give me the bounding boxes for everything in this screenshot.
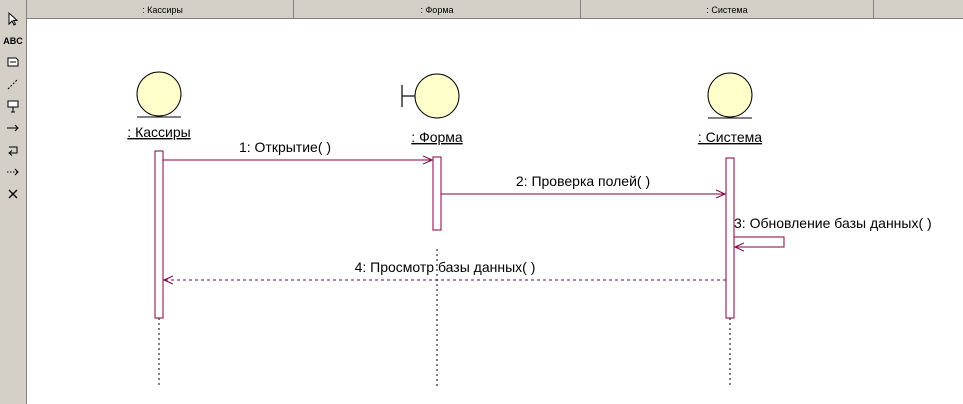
message-label: 3: Обновление базы данных( ) xyxy=(734,215,932,231)
return-arrow-icon xyxy=(8,146,18,156)
message-label: 1: Открытие( ) xyxy=(239,139,331,155)
header-column-sistema[interactable]: : Система xyxy=(581,0,874,18)
close-icon xyxy=(8,189,18,198)
note-tool[interactable] xyxy=(2,51,24,72)
destroy-tool[interactable] xyxy=(2,183,24,204)
select-tool[interactable] xyxy=(2,8,24,29)
lifeline-kassiry[interactable]: : Кассиры xyxy=(127,71,191,387)
lifeline-label: : Кассиры xyxy=(127,124,190,140)
activation-bar[interactable] xyxy=(725,157,735,319)
lifeline-sistema[interactable]: : Система xyxy=(698,72,762,387)
activation-bar[interactable] xyxy=(154,150,164,319)
message-4-return[interactable]: 4: Просмотр базы данных( ) xyxy=(164,259,726,280)
header-column-forma[interactable]: : Форма xyxy=(294,0,581,18)
boundary-icon xyxy=(414,73,460,119)
entity-icon xyxy=(136,71,182,117)
dotted-arrow-icon xyxy=(7,168,19,175)
async-message-tool[interactable] xyxy=(2,161,24,182)
lifeline-label: : Система xyxy=(698,129,762,145)
message-tool[interactable] xyxy=(2,117,24,138)
message-2[interactable]: 2: Проверка полей( ) xyxy=(441,173,725,194)
message-label: 2: Проверка полей( ) xyxy=(516,173,650,189)
object-icon xyxy=(7,100,19,112)
note-icon xyxy=(7,57,19,66)
self-message-arrow xyxy=(734,236,785,247)
message-label: 4: Просмотр базы данных( ) xyxy=(355,259,536,275)
sequence-diagram-canvas: : Кассиры : Форма : Система 1: Открытие(… xyxy=(127,71,932,387)
dash-line-icon xyxy=(7,78,19,89)
anchor-tool[interactable] xyxy=(2,73,24,94)
diagram-toolbar: ABC xyxy=(0,0,27,404)
arrow-icon xyxy=(8,11,19,26)
entity-icon xyxy=(707,72,753,118)
lifeline-header-bar: : Кассиры : Форма : Система xyxy=(27,0,963,19)
return-tool[interactable] xyxy=(2,139,24,160)
header-column-kassiry[interactable]: : Кассиры xyxy=(32,0,294,18)
text-tool[interactable]: ABC xyxy=(3,35,23,46)
lifeline-label: : Форма xyxy=(411,129,463,145)
message-1[interactable]: 1: Открытие( ) xyxy=(163,139,432,160)
lifeline-forma[interactable]: : Форма xyxy=(401,73,463,387)
message-3-self[interactable]: 3: Обновление базы данных( ) xyxy=(734,215,932,247)
message-arrow-icon xyxy=(7,124,19,131)
object-tool[interactable] xyxy=(2,95,24,116)
activation-bar[interactable] xyxy=(432,156,442,231)
